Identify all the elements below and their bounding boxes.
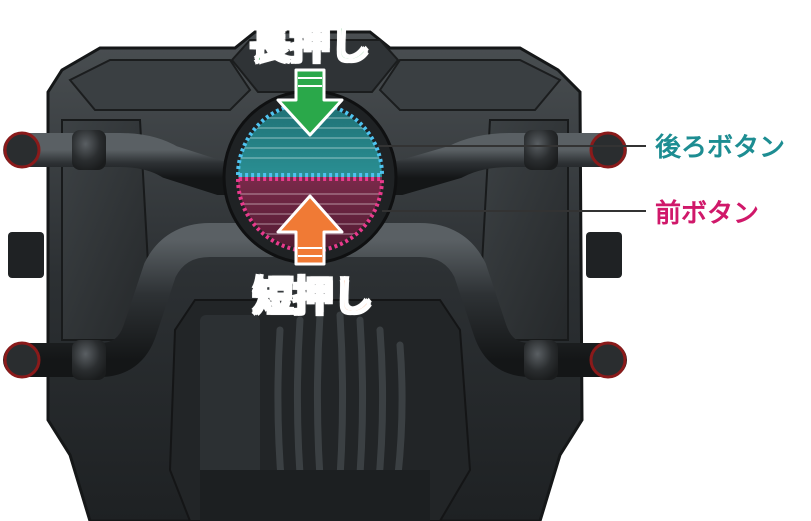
top-ridge-right	[378, 59, 562, 111]
right-side-tab	[586, 232, 622, 278]
speaker-grille	[274, 311, 406, 509]
left-upper-red-cap	[3, 131, 41, 169]
top-crest	[230, 39, 400, 93]
coupler-right-lower	[524, 340, 558, 380]
grille-slot	[394, 341, 406, 479]
left-lower-red-cap	[3, 341, 41, 379]
left-side-tab	[8, 232, 44, 278]
right-lower-red-cap	[589, 341, 627, 379]
back-button-label: 後ろボタン	[655, 133, 786, 163]
grille-slot	[274, 326, 286, 494]
front-button-label: 前ボタン	[655, 199, 760, 229]
top-ridge-left	[68, 59, 252, 111]
speaker-plate-left	[200, 315, 260, 485]
coupler-left-upper	[72, 130, 106, 170]
short-press-label: 短押し	[252, 273, 374, 321]
right-upper-red-cap	[589, 131, 627, 169]
coupler-left-lower	[72, 340, 106, 380]
short-press-arrow-icon	[276, 194, 344, 266]
speaker-plate-bottom	[200, 470, 430, 521]
long-press-arrow-icon	[276, 68, 344, 137]
coupler-right-upper	[524, 130, 558, 170]
long-press-label: 長押し	[249, 21, 371, 69]
